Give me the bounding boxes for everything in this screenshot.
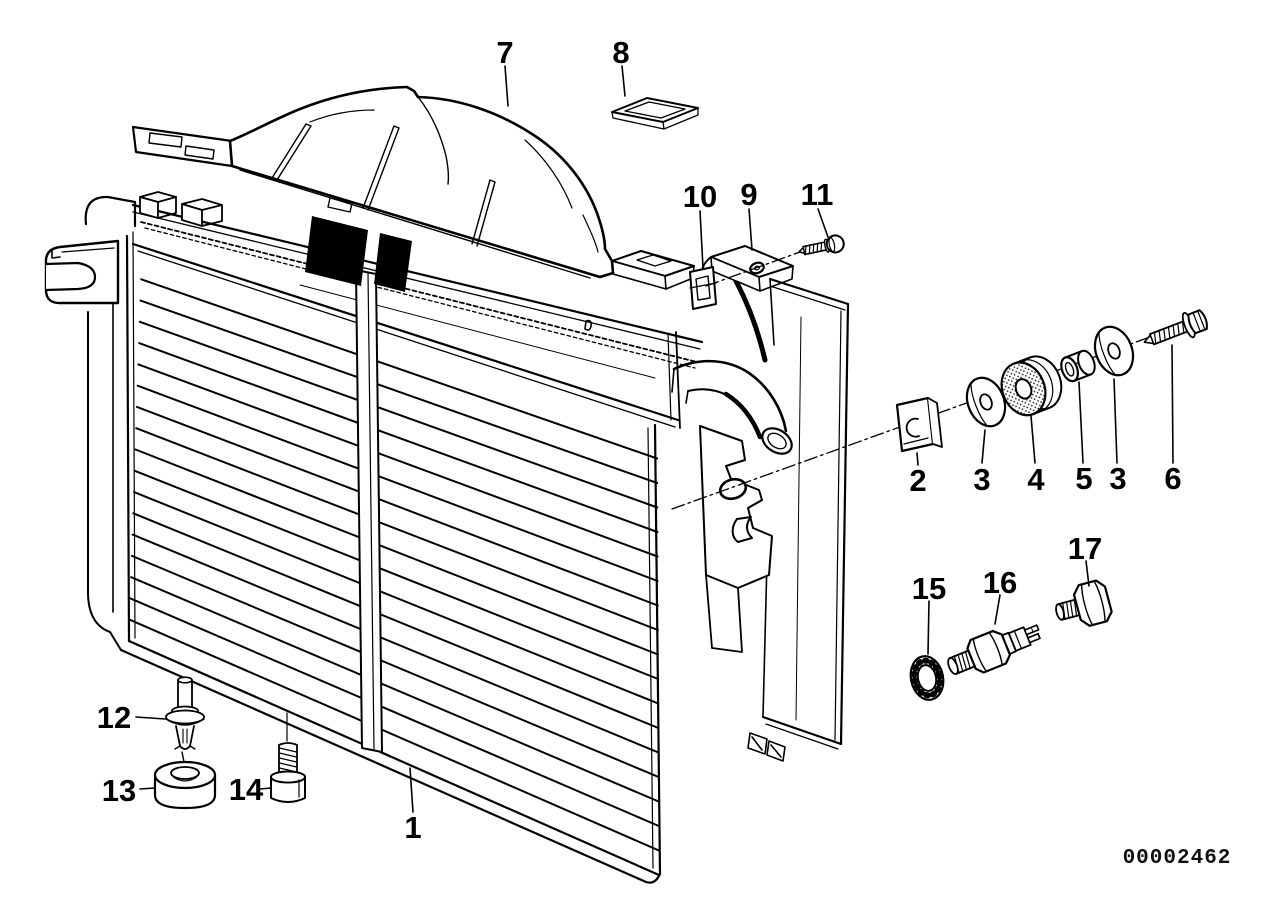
callout-15: 15: [912, 571, 946, 606]
screw-plug-17: [1055, 579, 1113, 627]
shroud-rib-3: [471, 179, 496, 247]
bolt-14: [270, 712, 306, 803]
left-fork-bracket: [44, 239, 120, 305]
callout-8: 8: [612, 35, 629, 70]
shroud-left-tab: [131, 125, 234, 168]
temp-switch-16: [947, 624, 1041, 675]
callout-3b: 3: [1109, 461, 1126, 496]
clip-8: [611, 97, 699, 130]
panel-edge-shadow: [733, 278, 768, 363]
callout-3a: 3: [973, 462, 990, 497]
grommet-13: [153, 760, 217, 810]
callout-12: 12: [97, 700, 131, 735]
shroud-foot-tab: [611, 250, 695, 290]
washer-3b: [1093, 325, 1135, 377]
callout-14: 14: [229, 772, 264, 807]
lower-mount-bracket: [699, 425, 773, 653]
callout-labels: 7 8 10 9 11 2 3 4 5 3 6 17 15 16 12 13 1…: [97, 35, 1182, 845]
core-right-edge: [653, 423, 662, 876]
left-rear-frame: [84, 195, 137, 651]
seal-ring-15: [909, 655, 945, 701]
callout-2: 2: [909, 463, 926, 498]
leader-lines: [135, 65, 1174, 813]
right-side-panel: [747, 277, 850, 762]
callout-7: 7: [496, 35, 513, 70]
washer-3a: [965, 376, 1007, 428]
callout-10: 10: [683, 179, 717, 214]
bolt-6: [1143, 309, 1208, 346]
shroud-outline: [228, 85, 615, 279]
callout-9: 9: [740, 177, 757, 212]
top-rail: [131, 203, 704, 428]
callout-1: 1: [404, 810, 421, 845]
callout-11: 11: [801, 177, 834, 212]
shroud-rib-1: [271, 123, 312, 181]
rail-keyhole: [584, 319, 592, 331]
screw-11-axis: [705, 251, 801, 287]
rail-seal-patches: [305, 216, 412, 292]
callout-16: 16: [983, 565, 1017, 600]
rail-clips: [139, 191, 223, 227]
fan-shroud: [131, 85, 615, 279]
clip-10: [689, 266, 717, 310]
shroud-rib-2: [362, 125, 400, 211]
radiator-fins: [128, 278, 660, 852]
expansion-rivet-12: [165, 676, 205, 750]
callout-17: 17: [1068, 531, 1102, 566]
callout-4: 4: [1027, 462, 1045, 497]
clip-nut-2: [895, 396, 943, 453]
sleeve-5: [1060, 349, 1096, 383]
screw-11: [798, 234, 845, 256]
outlet-pipe: [671, 359, 793, 455]
callout-13: 13: [102, 773, 136, 808]
radiator-core: [119, 231, 681, 884]
drawing-number: 00002462: [1123, 847, 1232, 870]
callout-5: 5: [1075, 461, 1092, 496]
callout-6: 6: [1164, 461, 1181, 496]
grommet-4: [1000, 355, 1063, 417]
core-divider: [355, 269, 383, 753]
rivet-grommet-link: [181, 751, 185, 763]
